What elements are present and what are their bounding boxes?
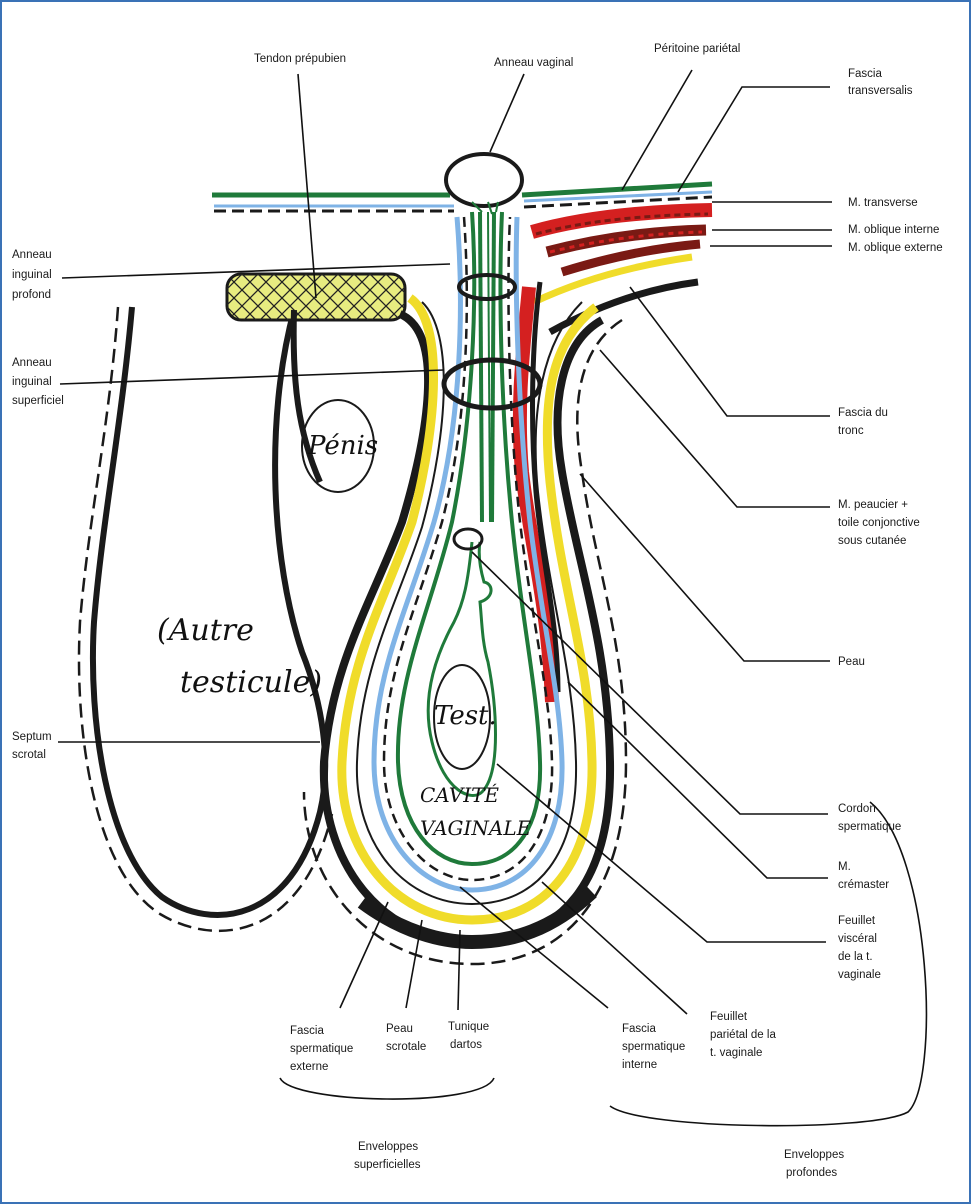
label-m-peaucier-2: toile conjonctive (838, 517, 920, 529)
scrotal-envelopes: Test. CAVITÉ VAGINALE (304, 212, 626, 964)
label-feuillet-visceral-2: viscéral (838, 933, 877, 945)
label-feuillet-parietal-3: t. vaginale (710, 1047, 762, 1059)
label-fascia-transversalis-2: transversalis (848, 85, 913, 97)
label-peau: Peau (838, 656, 865, 668)
label-fascia-transversalis-1: Fascia (848, 68, 882, 80)
label-fascia-sperm-interne-1: Fascia (622, 1023, 656, 1035)
cavite-vaginale-line1: CAVITÉ (420, 783, 499, 807)
label-anneau-profond-1: Anneau (12, 249, 52, 261)
label-feuillet-parietal-1: Feuillet (710, 1011, 748, 1023)
labels: Tendon prépubien Anneau vaginal Péritoin… (12, 43, 943, 1179)
penis: Pénis (294, 310, 378, 492)
cord-small-ring (454, 529, 482, 549)
label-tunique-dartos-1: Tunique (448, 1021, 489, 1033)
label-m-cremaster-1: M. (838, 861, 851, 873)
label-anneau-superficiel-1: Anneau (12, 357, 52, 369)
label-enveloppes-profondes-2: profondes (786, 1167, 837, 1179)
label-anneau-profond-3: profond (12, 289, 51, 301)
label-m-cremaster-2: crémaster (838, 879, 889, 891)
label-cordon-spermatique-2: spermatique (838, 821, 901, 833)
label-m-oblique-externe: M. oblique externe (848, 242, 943, 254)
label-cordon-spermatique-1: Cordon (838, 803, 876, 815)
anneau-vaginal (446, 154, 522, 214)
label-feuillet-visceral-1: Feuillet (838, 915, 876, 927)
label-fascia-sperm-externe-3: externe (290, 1061, 328, 1073)
label-m-oblique-interne: M. oblique interne (848, 224, 939, 236)
label-peau-scrotale-2: scrotale (386, 1041, 426, 1053)
label-enveloppes-superficielles-1: Enveloppes (358, 1141, 418, 1153)
label-septum-scrotal-2: scrotal (12, 749, 46, 761)
label-feuillet-visceral-3: de la t. (838, 951, 873, 963)
autre-testicule-line2: testicule) (180, 665, 322, 700)
fascia-du-tronc-band (534, 257, 692, 302)
label-fascia-sperm-externe-1: Fascia (290, 1025, 324, 1037)
label-tunique-dartos-2: dartos (450, 1039, 482, 1051)
cavite-vaginale-line2: VAGINALE (420, 816, 532, 840)
label-feuillet-visceral-4: vaginale (838, 969, 881, 981)
label-fascia-sperm-externe-2: spermatique (290, 1043, 353, 1055)
label-fascia-du-tronc-1: Fascia du (838, 407, 888, 419)
autre-testicule-line1: (Autre (157, 613, 254, 648)
label-peritoine-parietal: Péritoine pariétal (654, 43, 740, 55)
label-anneau-superficiel-2: inguinal (12, 376, 52, 388)
label-m-peaucier-3: sous cutanée (838, 535, 906, 547)
label-septum-scrotal-1: Septum (12, 731, 52, 743)
label-m-transverse: M. transverse (848, 197, 918, 209)
test-label: Test. (434, 701, 497, 731)
label-anneau-vaginal: Anneau vaginal (494, 57, 573, 69)
penis-label: Pénis (307, 431, 378, 461)
other-testicle-compartment: (Autre testicule) (79, 307, 332, 931)
label-fascia-du-tronc-2: tronc (838, 425, 864, 437)
label-enveloppes-superficielles-2: superficielles (354, 1159, 421, 1171)
left-scrotum-skin (93, 307, 325, 915)
label-m-peaucier-1: M. peaucier + (838, 499, 908, 511)
label-fascia-sperm-interne-3: interne (622, 1059, 657, 1071)
label-fascia-sperm-interne-2: spermatique (622, 1041, 685, 1053)
label-anneau-superficiel-3: superficiel (12, 395, 64, 407)
label-feuillet-parietal-2: pariétal de la (710, 1029, 776, 1041)
label-peau-scrotale-1: Peau (386, 1023, 413, 1035)
label-anneau-profond-2: inguinal (12, 269, 52, 281)
label-tendon-prepubien: Tendon prépubien (254, 53, 346, 65)
label-enveloppes-profondes-1: Enveloppes (784, 1149, 844, 1161)
